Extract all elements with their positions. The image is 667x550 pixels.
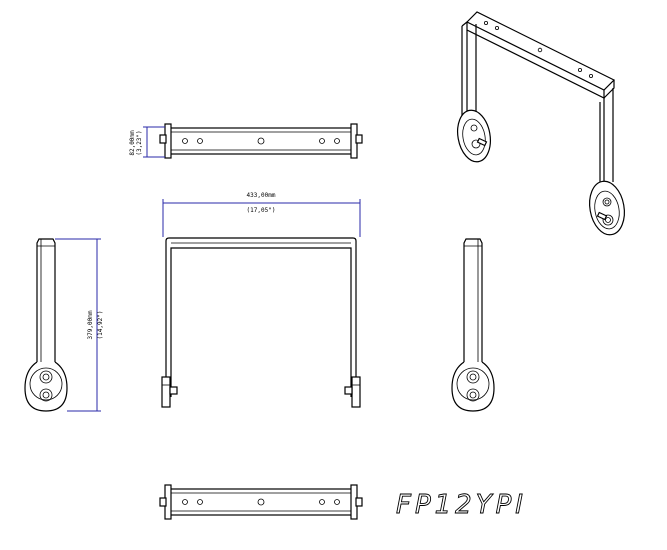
width-dimension: 433,00mm (17,05")	[162, 192, 361, 237]
width-mm-label: 433,00mm	[247, 192, 276, 199]
right-side-view	[451, 238, 495, 412]
depth-mm-label: 82,00mm	[129, 130, 136, 156]
isometric-view	[457, 11, 625, 236]
height-mm-label: 379,00mm	[87, 310, 94, 339]
left-side-view	[24, 238, 68, 412]
top-view	[159, 123, 363, 159]
depth-in-label: (3,23")	[136, 130, 143, 155]
front-view	[161, 237, 361, 408]
bottom-view	[159, 484, 363, 520]
height-in-label: (14,92")	[97, 311, 104, 340]
model-name-label: FP12YPI	[396, 490, 527, 520]
depth-dimension: 82,00mm (3,23")	[129, 126, 165, 158]
width-in-label: (17,05")	[247, 207, 276, 214]
height-dimension: 379,00mm (14,92")	[55, 238, 104, 412]
